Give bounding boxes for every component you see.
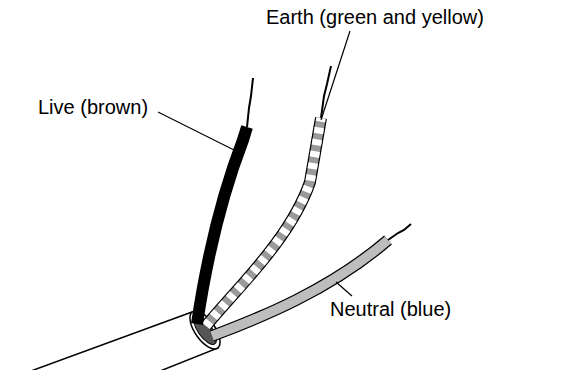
neutral-core bbox=[388, 224, 411, 240]
wire-label: Neutral (blue) bbox=[330, 297, 451, 321]
live-wire bbox=[197, 127, 247, 324]
leader-line bbox=[158, 112, 238, 152]
wire-label: Earth (green and yellow) bbox=[266, 5, 484, 29]
leader-line bbox=[336, 282, 352, 296]
wire-label: Live (brown) bbox=[38, 95, 148, 119]
leader-line bbox=[321, 31, 350, 120]
cable-sheath bbox=[20, 312, 218, 370]
live-core bbox=[247, 78, 253, 127]
